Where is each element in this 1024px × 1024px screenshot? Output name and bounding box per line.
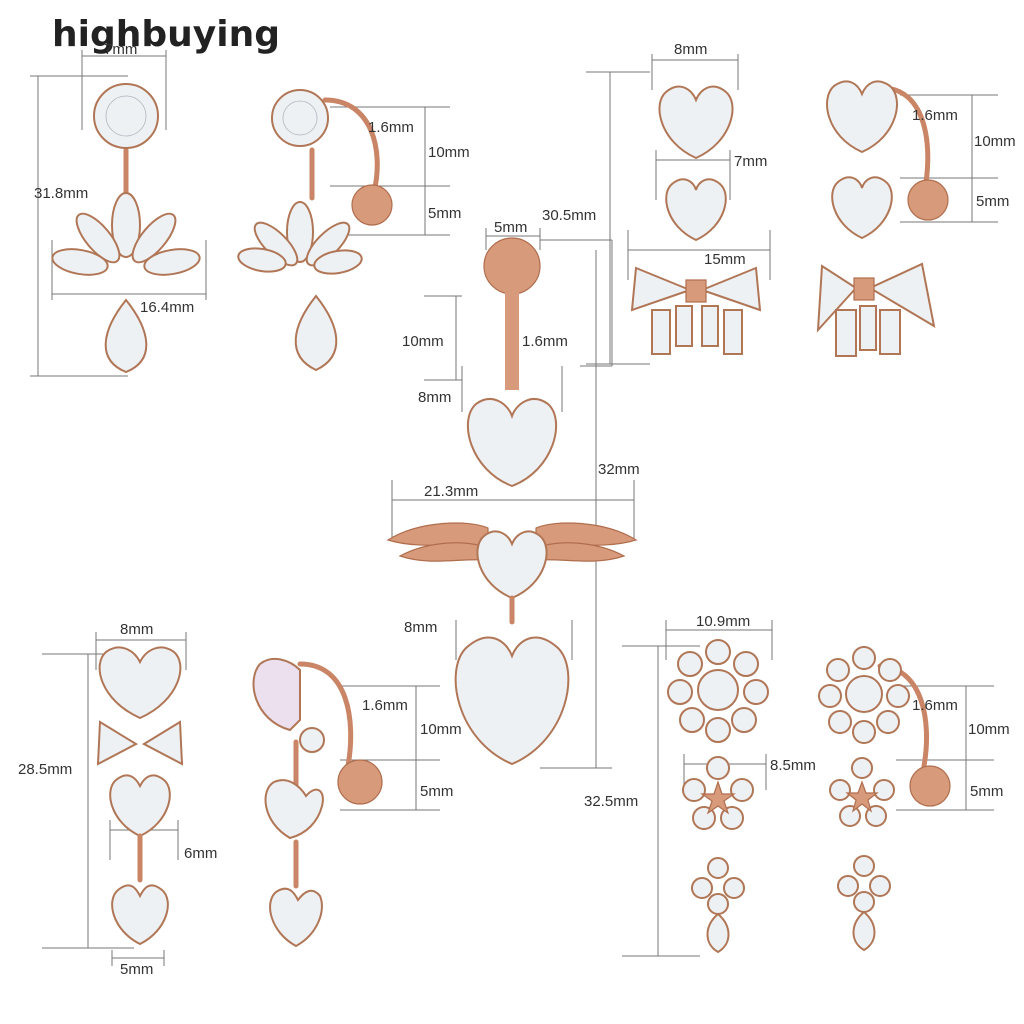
- heart-gem-icon: [466, 398, 558, 488]
- drop-cluster-gem-icon: [691, 857, 745, 954]
- bottom-ball-icon: [351, 184, 393, 226]
- dim-top-width: 7mm: [104, 41, 137, 58]
- dim-star-width: 8.5mm: [770, 757, 816, 774]
- bottom-ball-icon: [337, 759, 383, 805]
- product-triple-heart-front: 8mm 28.5mm 6mm 5mm: [18, 621, 217, 978]
- round-gem-icon: [271, 89, 329, 147]
- dim-heart-width: 8mm: [418, 389, 451, 406]
- product-flower-drop-side: 1.6mm 10mm 5mm: [237, 89, 470, 372]
- dim-bar-gauge: 1.6mm: [362, 697, 408, 714]
- dim-ball-width: 5mm: [494, 219, 527, 236]
- dim-bar-length: 10mm: [420, 721, 462, 738]
- heart-gem-icon: [658, 85, 734, 160]
- flower-gem-icon: [237, 201, 363, 275]
- brand-watermark: highbuying: [52, 14, 280, 55]
- heart-gem-icon: [826, 80, 898, 154]
- dim-bar-length: 10mm: [974, 133, 1016, 150]
- dim-heart-width: 8mm: [120, 621, 153, 638]
- bow-gem-icon: [630, 266, 762, 355]
- top-ball-icon: [483, 237, 541, 295]
- heart-gem-icon: [665, 178, 727, 242]
- bow-gem-icon: [816, 262, 936, 357]
- star-cluster-icon: [829, 757, 895, 827]
- bottom-ball-icon: [907, 179, 949, 221]
- heart-gem-icon: [98, 646, 182, 720]
- dim-total-length: 32.5mm: [584, 793, 638, 810]
- heart-gem-icon: [252, 657, 301, 732]
- heart-gem-icon: [111, 884, 169, 946]
- dim-bar-gauge: 1.6mm: [368, 119, 414, 136]
- product-winged-heart-center: 5mm 30.5mm 10mm 1.6mm 8mm 32mm 21.3mm 8m…: [386, 207, 640, 769]
- dim-bow-width: 15mm: [704, 251, 746, 268]
- flower-cluster-gem-icon: [818, 646, 910, 744]
- flower-gem-icon: [51, 192, 201, 276]
- dim-heart-width: 8mm: [674, 41, 707, 58]
- product-flower-drop-front: 7mm 31.8mm 16.4mm: [30, 41, 207, 377]
- dim-total-length: 30.5mm: [542, 207, 596, 224]
- dim-small-heart-width: 7mm: [734, 153, 767, 170]
- dim-bar-length: 10mm: [428, 144, 470, 161]
- dim-large-heart-width: 8mm: [404, 619, 437, 636]
- dim-total-length: 31.8mm: [34, 185, 88, 202]
- product-flower-star-side: 1.6mm 10mm 5mm: [818, 646, 1010, 952]
- round-gem-icon: [299, 727, 325, 753]
- heart-gem-icon: [476, 530, 548, 600]
- product-heart-bow-side: 1.6mm 10mm 5mm: [816, 80, 1016, 357]
- teardrop-gem-icon: [294, 294, 338, 372]
- round-gem-icon: [93, 83, 159, 149]
- dim-ball-size: 5mm: [428, 205, 461, 222]
- dim-bar-gauge: 1.6mm: [522, 333, 568, 350]
- teardrop-gem-icon: [104, 298, 148, 374]
- heart-gem-icon: [269, 887, 323, 948]
- wings-icon: [386, 522, 638, 562]
- dim-bar-gauge: 1.6mm: [912, 697, 958, 714]
- dim-total-length: 28.5mm: [18, 761, 72, 778]
- dim-bar-length: 10mm: [968, 721, 1010, 738]
- dim-flower-width: 16.4mm: [140, 299, 194, 316]
- product-flower-star-front: 10.9mm 8.5mm 32.5mm: [584, 613, 816, 957]
- product-triple-heart-side: 1.6mm 10mm 5mm: [252, 657, 462, 948]
- curved-bar: [322, 97, 380, 195]
- dim-wing-width: 21.3mm: [424, 483, 478, 500]
- dim-bar-length: 10mm: [402, 333, 444, 350]
- large-heart-gem-icon: [454, 636, 570, 766]
- heart-gem-icon: [109, 774, 171, 838]
- butterfly-gem-icon: [96, 720, 184, 766]
- dim-ball-size: 5mm: [970, 783, 1003, 800]
- star-cluster-icon: [682, 756, 754, 830]
- product-heart-bow-front: 8mm 7mm 15mm: [586, 41, 771, 365]
- bottom-ball-icon: [909, 765, 951, 807]
- dim-bottom-heart-width: 5mm: [120, 961, 153, 978]
- dim-ball-size: 5mm: [420, 783, 453, 800]
- heart-gem-icon: [831, 176, 893, 240]
- flower-cluster-gem-icon: [667, 639, 769, 743]
- dim-ball-size: 5mm: [976, 193, 1009, 210]
- heart-gem-icon: [264, 779, 324, 840]
- dim-mid-heart-width: 6mm: [184, 845, 217, 862]
- drop-cluster-gem-icon: [837, 855, 891, 952]
- dim-flower-width: 10.9mm: [696, 613, 750, 630]
- dim-bar-gauge: 1.6mm: [912, 107, 958, 124]
- dim-drop-length: 32mm: [598, 461, 640, 478]
